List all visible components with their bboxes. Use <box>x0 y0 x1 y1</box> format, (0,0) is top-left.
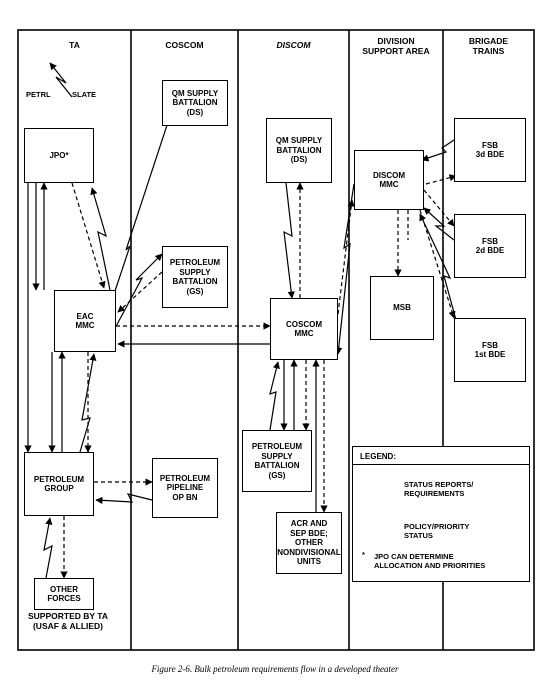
legend-title: LEGEND: <box>360 452 396 461</box>
qm-supply-battalion-coscom-label: QM SUPPLY BATTALION (DS) <box>171 88 219 117</box>
coscom-mmc-box: COSCOM MMC <box>270 298 338 360</box>
discom-mmc-label: DISCOM MMC <box>373 170 405 190</box>
column-header-ta: TA <box>69 40 80 50</box>
jpo-label: JPO* <box>49 150 69 160</box>
msb-label: MSB <box>393 303 411 313</box>
column-header-brigade-trains: BRIGADE TRAINS <box>468 36 509 56</box>
legend-box <box>352 446 530 582</box>
qm-supply-battalion-coscom-box: QM SUPPLY BATTALION (DS) <box>162 80 228 126</box>
fsb-1st-bde-box: FSB 1st BDE <box>454 318 526 382</box>
discom-mmc-box: DISCOM MMC <box>354 150 424 210</box>
petroleum-pipeline-label: PETROLEUM PIPELINE OP BN <box>159 473 211 502</box>
jpo-box: JPO* <box>24 128 94 183</box>
legend-status-text: STATUS REPORTS/ REQUIREMENTS <box>404 480 474 498</box>
eac-mmc-box: EAC MMC <box>54 290 116 352</box>
other-forces-label: OTHER FORCES <box>47 584 81 604</box>
petroleum-supply-battalion-discom-label: PETROLEUM SUPPLY BATTALION (GS) <box>251 442 303 480</box>
fsb-3d-bde-label: FSB 3d BDE <box>475 140 505 160</box>
supported-by-ta-note: SUPPORTED BY TA (USAF & ALLIED) <box>28 611 108 631</box>
legend-divider <box>352 464 530 465</box>
fsb-2d-bde-label: FSB 2d BDE <box>475 236 505 256</box>
petrl-label: PETRL <box>26 90 51 99</box>
coscom-mmc-label: COSCOM MMC <box>286 319 322 339</box>
petroleum-group-label: PETROLEUM GROUP <box>33 474 85 494</box>
outer-frame <box>17 29 535 651</box>
petrl-slate-lightning <box>49 62 73 98</box>
petroleum-supply-battalion-coscom-box: PETROLEUM SUPPLY BATTALION (GS) <box>162 246 228 308</box>
legend-jpo-note: JPO CAN DETERMINE ALLOCATION AND PRIORIT… <box>374 552 486 570</box>
column-header-discom: DISCOM <box>276 40 311 50</box>
column-header-coscom: COSCOM <box>165 40 204 50</box>
slate-label: SLATE <box>72 90 97 99</box>
acr-sep-bde-box: ACR AND SEP BDE; OTHER NONDIVISIONAL UNI… <box>276 512 342 574</box>
fsb-3d-bde-box: FSB 3d BDE <box>454 118 526 182</box>
qm-supply-battalion-discom-label: QM SUPPLY BATTALION (DS) <box>275 136 323 165</box>
other-forces-box: OTHER FORCES <box>34 578 94 610</box>
column-header-division-support-area: DIVISION SUPPORT AREA <box>362 36 430 56</box>
petroleum-supply-battalion-coscom-label: PETROLEUM SUPPLY BATTALION (GS) <box>169 258 221 296</box>
eac-mmc-label: EAC MMC <box>75 311 95 331</box>
figure-caption: Figure 2-6. Bulk petroleum requirements … <box>151 664 399 674</box>
msb-box: MSB <box>370 276 434 340</box>
petroleum-pipeline-box: PETROLEUM PIPELINE OP BN <box>152 458 218 518</box>
qm-supply-battalion-discom-box: QM SUPPLY BATTALION (DS) <box>266 118 332 183</box>
legend-policy-text: POLICY/PRIORITY STATUS <box>404 522 470 540</box>
fsb-2d-bde-box: FSB 2d BDE <box>454 214 526 278</box>
petroleum-supply-battalion-discom-box: PETROLEUM SUPPLY BATTALION (GS) <box>242 430 312 492</box>
acr-sep-bde-label: ACR AND SEP BDE; OTHER NONDIVISIONAL UNI… <box>277 519 341 567</box>
legend-asterisk: * <box>362 550 365 559</box>
petroleum-group-box: PETROLEUM GROUP <box>24 452 94 516</box>
fsb-1st-bde-label: FSB 1st BDE <box>474 340 506 360</box>
